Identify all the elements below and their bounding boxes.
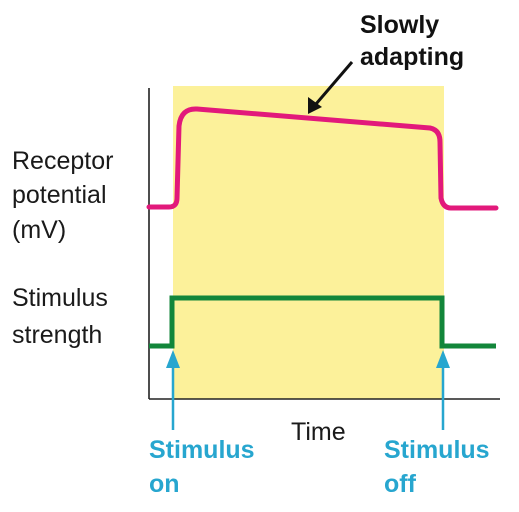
annotation-line-2: adapting xyxy=(360,43,464,71)
stimulus-label-line-1: Stimulus xyxy=(12,284,108,312)
stimulus-strength-trace xyxy=(149,295,496,349)
stimulus-off-marker-head xyxy=(436,350,450,368)
receptor-potential-trace xyxy=(146,106,499,211)
stimulus-off-label-line-1: Stimulus xyxy=(384,436,490,464)
stimulus-on-label-line-1: Stimulus xyxy=(149,436,255,464)
stimulus-window xyxy=(173,86,444,399)
annotation-arrow-head xyxy=(308,97,322,114)
receptor-label-line-3: (mV) xyxy=(12,216,66,244)
stimulus-on-label-line-2: on xyxy=(149,470,180,498)
stimulus-label-line-2: strength xyxy=(12,321,102,349)
annotation-arrow-shaft xyxy=(314,61,354,105)
stimulus-off-label-line-2: off xyxy=(384,470,417,498)
receptor-label-line-2: potential xyxy=(12,181,107,209)
stimulus-on-marker-head xyxy=(166,350,180,368)
annotation-line-1: Slowly xyxy=(360,11,439,39)
x-axis-label: Time xyxy=(291,418,346,446)
receptor-label-line-1: Receptor xyxy=(12,147,113,175)
